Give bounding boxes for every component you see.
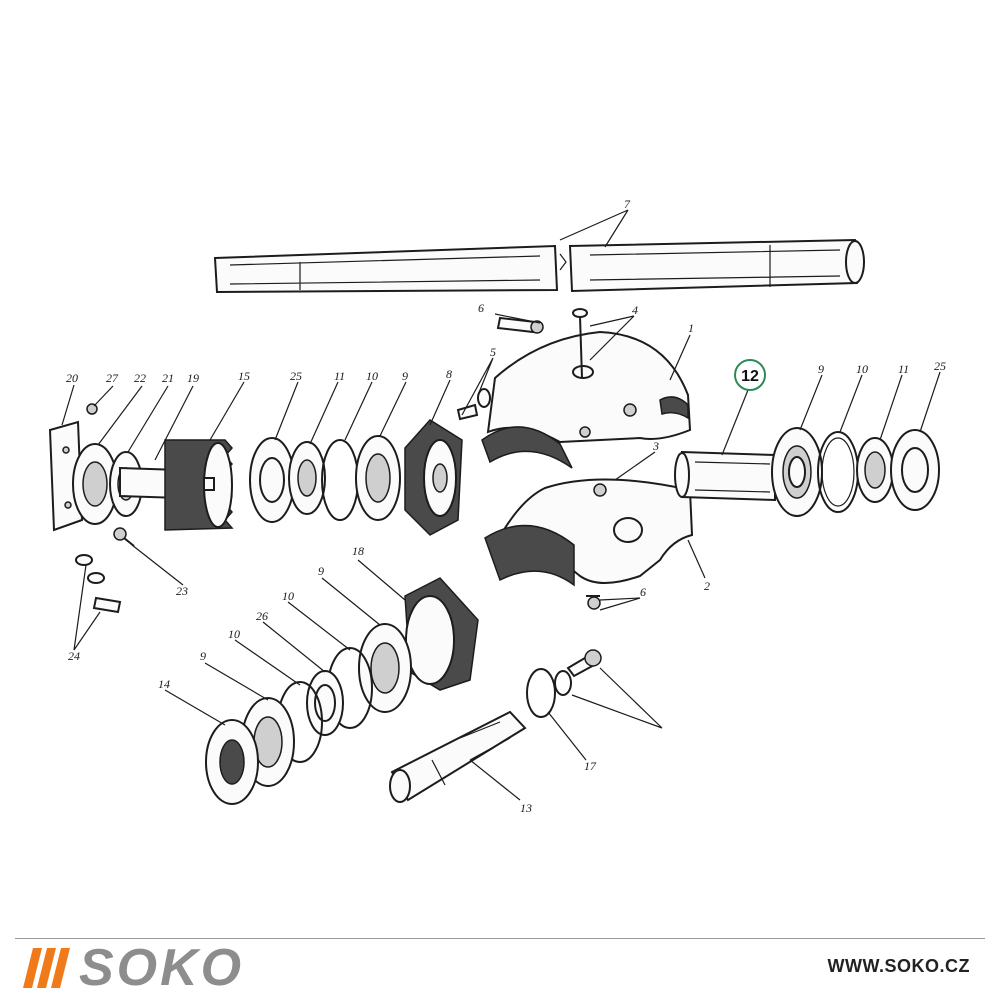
- part-label: 26: [256, 609, 268, 623]
- part-label: 14: [158, 677, 170, 691]
- bolts-part-24: [75, 554, 122, 614]
- footer-divider: [15, 938, 985, 939]
- ring-part-10-middle: [321, 439, 359, 521]
- part-label: 5: [490, 345, 496, 359]
- part-label: 9: [318, 564, 324, 578]
- part-label: 10: [228, 627, 240, 641]
- ring-part-10-right: [817, 431, 859, 513]
- spline-shaft-part-7: [213, 238, 865, 294]
- part-label: 1: [688, 321, 694, 335]
- part-label: 20: [66, 371, 78, 385]
- bolt-part-23: [113, 527, 135, 547]
- washer-part-17: [526, 668, 572, 718]
- cap-part-25-middle: [249, 437, 295, 523]
- bolt-part-5: [456, 388, 491, 421]
- spacer-part-26: [306, 670, 344, 736]
- part-label: 25: [290, 369, 302, 383]
- part-labels: 7 6 4 1 5 3 2 6 12 9 10 11 25 20 27 22 2…: [66, 197, 946, 815]
- cap-part-25-right: [890, 429, 940, 511]
- logo-wordmark: SOKO: [79, 939, 245, 997]
- bearing-part-11-right: [856, 437, 894, 503]
- highlighted-part-number: 12: [741, 368, 759, 385]
- part-label: 21: [162, 371, 174, 385]
- part-label: 27: [106, 371, 119, 385]
- exploded-parts-diagram: 7 6 4 1 5 3 2 6 12 9 10 11 25 20 27 22 2…: [48, 197, 946, 815]
- part-label: 23: [176, 584, 188, 598]
- bolt-lower-right: [566, 649, 602, 678]
- bearing-part-9-lower-a: [358, 623, 412, 713]
- part-label: 24: [68, 649, 80, 663]
- part-label: 10: [282, 589, 294, 603]
- part-label: 19: [187, 371, 199, 385]
- part-label: 10: [366, 369, 378, 383]
- part-label: 2: [704, 579, 710, 593]
- part-label: 13: [520, 801, 532, 815]
- gear-part-15: [164, 439, 234, 531]
- leader-lines: [61, 209, 941, 801]
- part-label: 11: [898, 362, 909, 376]
- lower-housing-part-2: [484, 478, 694, 587]
- seal-part-14: [205, 719, 259, 805]
- part-label: 6: [640, 585, 646, 599]
- bearing-part-9-middle: [355, 435, 401, 521]
- bevel-gear-part-18: [404, 577, 479, 691]
- sleeve-part-12: [674, 450, 776, 502]
- part-label: 25: [934, 359, 946, 373]
- bolt-part-4: [572, 308, 588, 379]
- part-label: 17: [584, 759, 597, 773]
- part-label: 18: [352, 544, 364, 558]
- logo-stripes-icon: [23, 948, 70, 988]
- bearing-part-22: [72, 443, 118, 525]
- part-label: 9: [200, 649, 206, 663]
- bearing-part-9-right: [771, 427, 823, 517]
- flange-part-20: [48, 420, 84, 532]
- part-label: 10: [856, 362, 868, 376]
- nut-part-27: [86, 403, 98, 415]
- part-label: 22: [134, 371, 146, 385]
- part-label: 9: [402, 369, 408, 383]
- part-label: 8: [446, 367, 452, 381]
- part-label: 4: [632, 303, 638, 317]
- screw-part-6-upper: [496, 316, 544, 334]
- part-label: 6: [478, 301, 484, 315]
- highlighted-part-callout: 12: [734, 359, 766, 391]
- stub-shaft-part-13: [389, 710, 527, 803]
- upper-housing-part-1: [481, 330, 692, 469]
- bevel-gear-part-8: [404, 419, 463, 536]
- part-label: 15: [238, 369, 250, 383]
- part-label: 11: [334, 369, 345, 383]
- part-label: 9: [818, 362, 824, 376]
- website-link[interactable]: WWW.SOKO.CZ: [827, 956, 970, 976]
- part-label: 7: [624, 197, 631, 211]
- screw-part-6-lower: [586, 595, 601, 610]
- soko-logo: SOKO: [23, 939, 245, 997]
- part-label: 3: [652, 439, 659, 453]
- bearing-part-11-middle: [288, 441, 326, 515]
